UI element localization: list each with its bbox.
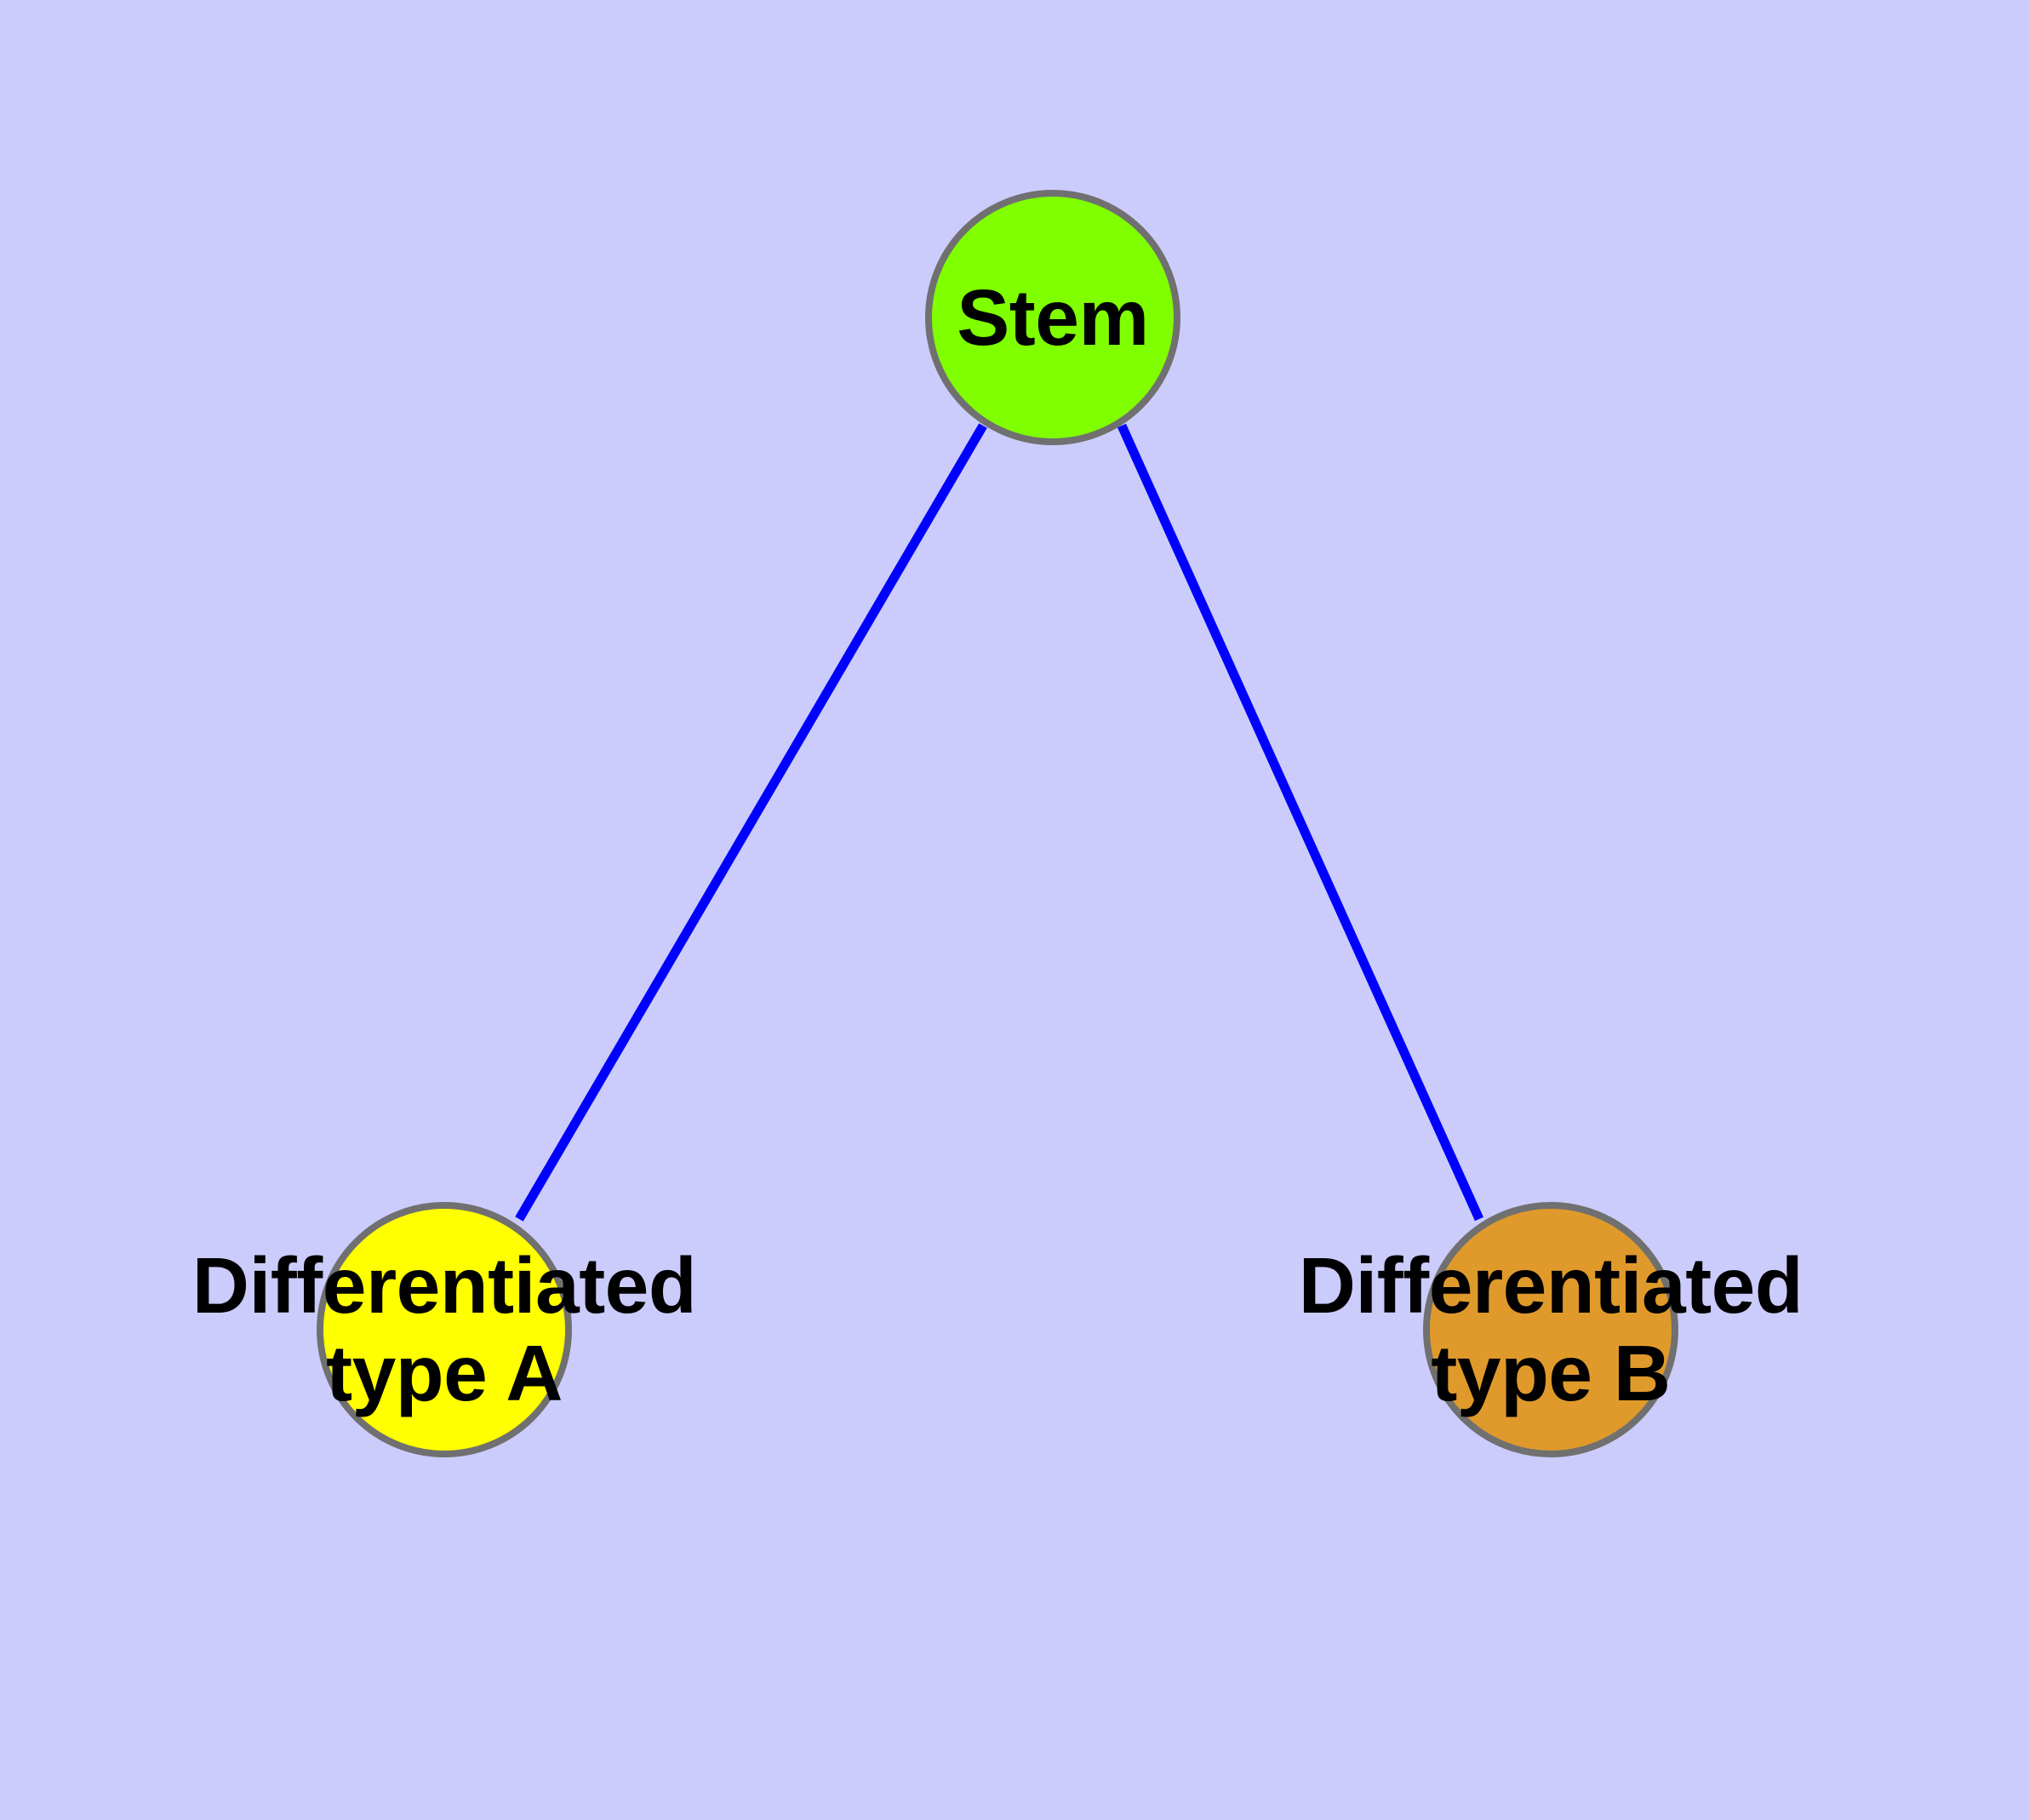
node-stem[interactable]: [925, 190, 1180, 445]
node-differentiated-type-b[interactable]: [1423, 1202, 1678, 1457]
edge-stem-to-differentiated-type-a[interactable]: [515, 423, 987, 1222]
edge-stem-to-differentiated-type-b[interactable]: [1117, 423, 1484, 1222]
node-differentiated-type-a[interactable]: [317, 1202, 572, 1457]
